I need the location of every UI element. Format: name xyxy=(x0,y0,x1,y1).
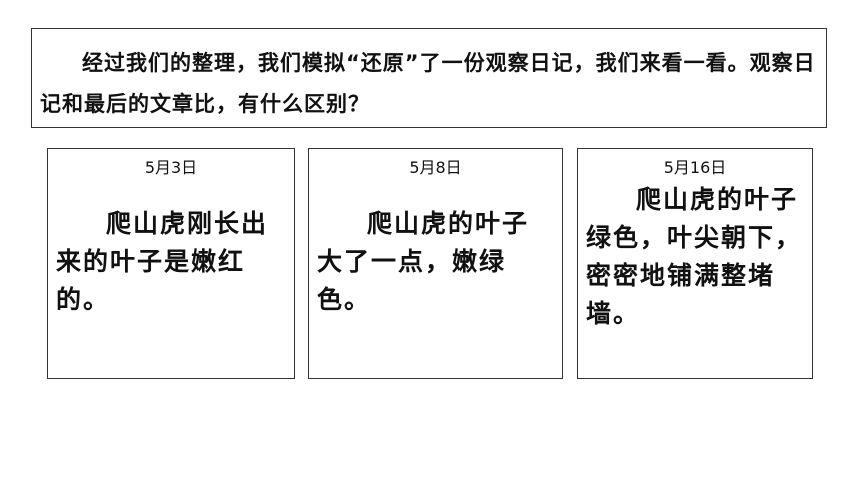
question-prompt: 经过我们的整理，我们模拟“还原”了一份观察日记，我们来看一看。观察日记和最后的文… xyxy=(31,28,827,128)
diary-entry-text: 爬山虎的叶子大了一点，嫩绿色。 xyxy=(317,209,530,314)
diary-card-may-8: 5月8日 爬山虎的叶子大了一点，嫩绿色。 xyxy=(308,148,563,379)
question-text: 经过我们的整理，我们模拟“还原”了一份观察日记，我们来看一看。观察日记和最后的文… xyxy=(40,51,816,116)
diary-card-may-3: 5月3日 爬山虎刚长出来的叶子是嫩红的。 xyxy=(47,148,295,379)
diary-entry-text: 爬山虎的叶子绿色，叶尖朝下，密密地铺满整堵墙。 xyxy=(586,185,803,328)
diary-date: 5月16日 xyxy=(663,158,727,177)
diary-date: 5月3日 xyxy=(144,158,198,177)
diary-card-may-16: 5月16日 爬山虎的叶子绿色，叶尖朝下，密密地铺满整堵墙。 xyxy=(577,148,813,379)
diary-entry-text: 爬山虎刚长出来的叶子是嫩红的。 xyxy=(56,209,269,314)
diary-date: 5月8日 xyxy=(409,158,462,177)
